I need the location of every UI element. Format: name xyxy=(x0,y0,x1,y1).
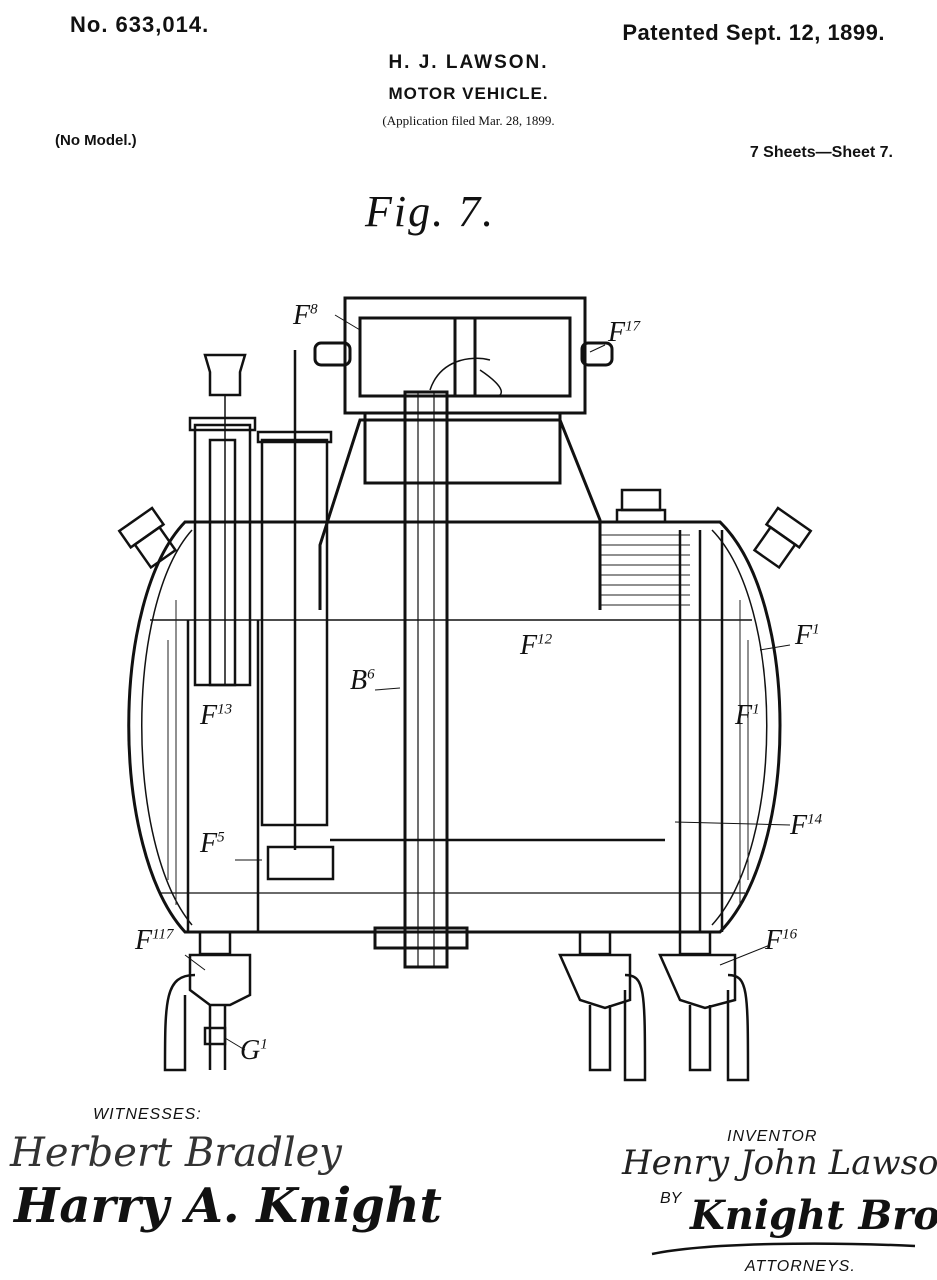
boiler-shading xyxy=(167,534,749,905)
inventor-label: INVENTOR xyxy=(727,1128,818,1145)
right-water-column xyxy=(330,530,724,932)
top-plugs-and-caps xyxy=(117,488,813,570)
patent-date: Patented Sept. 12, 1899. xyxy=(622,20,885,45)
steam-dome xyxy=(313,296,614,610)
witness-signature-1: Herbert Bradley xyxy=(10,1130,342,1176)
ref-g1: G1 xyxy=(240,1035,268,1066)
ref-f16: F16 xyxy=(765,925,798,956)
signature-underline xyxy=(651,1242,916,1256)
ref-f117: F117 xyxy=(135,925,174,956)
ref-f13: F13 xyxy=(200,700,233,731)
ref-f1-right: F1 xyxy=(795,620,820,651)
patent-title: MOTOR VEHICLE. xyxy=(388,84,549,103)
ref-f1-inner: F1 xyxy=(735,700,760,731)
witnesses-label: WITNESSES: xyxy=(93,1106,202,1123)
ref-f8: F8 xyxy=(293,300,318,331)
leader-lines xyxy=(184,314,791,1051)
ref-f12: F12 xyxy=(520,630,553,661)
inventor-signature: Henry John Lawson xyxy=(622,1143,937,1183)
inventor-name: H. J. LAWSON. xyxy=(388,52,549,73)
left-gauge-tubes xyxy=(186,350,335,932)
ref-f5: F5 xyxy=(200,828,225,859)
application-filed-note: (Application filed Mar. 28, 1899. xyxy=(382,113,555,128)
witness-signature-2: Harry A. Knight xyxy=(14,1178,442,1234)
attorney-signature: Knight Bros xyxy=(690,1192,937,1239)
ref-b6: B6 xyxy=(350,665,375,696)
drain-cocks xyxy=(163,930,750,1082)
by-label: BY xyxy=(660,1190,682,1207)
model-note: (No Model.) xyxy=(55,132,137,149)
central-flue-pipe xyxy=(373,390,469,969)
sheet-count: 7 Sheets—Sheet 7. xyxy=(749,144,893,161)
ref-f17: F17 xyxy=(608,317,641,348)
patent-number: No. 633,014. xyxy=(70,12,210,37)
figure-label: Fig. 7. xyxy=(365,187,496,236)
ref-f14: F14 xyxy=(790,810,823,841)
attorneys-label: ATTORNEYS. xyxy=(745,1258,856,1275)
